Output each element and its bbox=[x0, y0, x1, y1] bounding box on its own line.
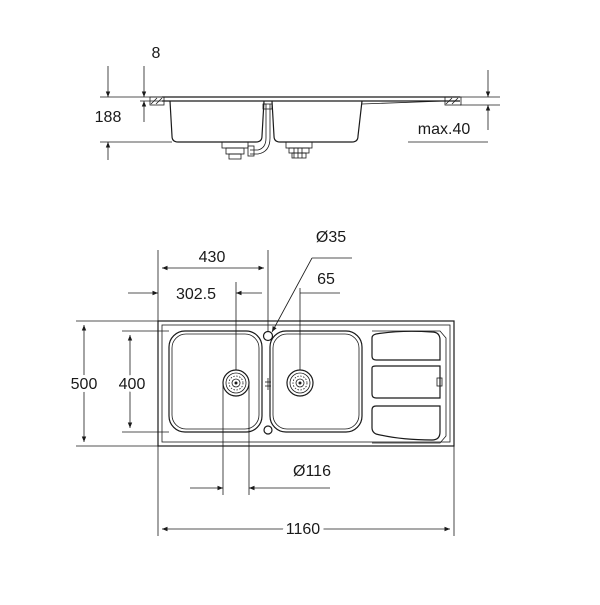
side-view: 8 188 max.40 bbox=[95, 45, 500, 160]
dim-label-waste-diameter: Ø116 bbox=[293, 463, 331, 480]
drainer-rib-3 bbox=[371, 405, 441, 441]
dim-waste-diameter: Ø116 bbox=[190, 383, 331, 495]
dim-tap-hole: Ø35 bbox=[271, 229, 352, 333]
dim-label-main-bowl-width: 430 bbox=[199, 249, 226, 266]
dim-overall-width: 1160 bbox=[157, 446, 455, 542]
bowl-profile-2 bbox=[271, 100, 363, 143]
dim-label-tap-hole: Ø35 bbox=[316, 229, 346, 246]
waste-fitting-1 bbox=[221, 141, 255, 160]
drainer-handle bbox=[436, 377, 443, 387]
drainer-rib-2 bbox=[371, 365, 441, 399]
secondary-bowl bbox=[269, 330, 363, 433]
waste-2 bbox=[286, 369, 314, 397]
dim-label-flange-thickness: 8 bbox=[152, 45, 161, 62]
main-bowl bbox=[168, 330, 263, 433]
dim-label-bowl-depth: 400 bbox=[119, 376, 146, 393]
dim-bowl-depth: 400 bbox=[116, 330, 169, 433]
dim-worktop: max.40 bbox=[408, 70, 500, 143]
dim-label-overall-width: 1160 bbox=[286, 521, 321, 538]
overflow-pipe bbox=[250, 103, 267, 151]
dim-label-depth: 188 bbox=[95, 109, 122, 126]
dim-overall-depth: 500 bbox=[68, 320, 158, 447]
dim-flange-thickness: 8 bbox=[140, 45, 162, 122]
dim-secondary-offset: 65 bbox=[299, 271, 340, 370]
overflow-hole bbox=[263, 425, 273, 435]
dim-depth: 188 bbox=[95, 66, 172, 160]
dim-main-bowl-width: 430 bbox=[157, 249, 269, 331]
sink-outline bbox=[157, 320, 455, 447]
waste-fitting-2 bbox=[285, 141, 313, 159]
dim-label-secondary-offset: 65 bbox=[317, 271, 335, 288]
dim-label-drain-offset: 302.5 bbox=[176, 286, 216, 303]
dim-drain-offset: 302.5 bbox=[128, 282, 262, 370]
top-view: 430 302.5 Ø35 65 500 bbox=[68, 229, 455, 542]
drainer-rib-1 bbox=[371, 330, 441, 361]
dim-label-overall-depth: 500 bbox=[71, 376, 98, 393]
drainer bbox=[371, 330, 447, 444]
dim-label-worktop: max.40 bbox=[418, 121, 471, 138]
bowl-profile-1 bbox=[169, 100, 265, 143]
waste-1 bbox=[222, 369, 250, 397]
tap-hole bbox=[262, 330, 274, 342]
